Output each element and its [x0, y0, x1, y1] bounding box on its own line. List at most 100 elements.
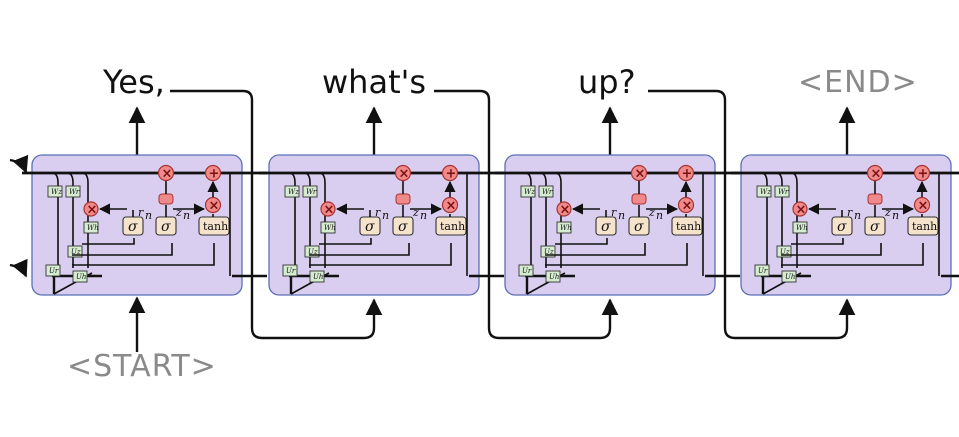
feedback-loop-1 — [170, 89, 383, 340]
state-add-symbol: + — [209, 167, 220, 182]
reset-multiply-node — [556, 201, 572, 217]
feed-candidate — [72, 243, 215, 266]
candidate-multiply-node — [204, 196, 222, 214]
reset-sub: n — [145, 209, 152, 222]
multiply-symbol: × — [560, 203, 571, 218]
reset-sub: n — [382, 209, 389, 222]
weight-label: Wr — [778, 188, 789, 196]
state-multiply-node — [866, 164, 884, 182]
state-multiply-symbol: × — [871, 167, 882, 182]
output-token-end: <END> — [798, 65, 918, 100]
weight-box-Uh — [72, 270, 88, 283]
update-label: z — [175, 206, 182, 219]
weight-box-Wz — [520, 185, 536, 198]
hidden-branch-1 — [288, 172, 296, 268]
weight-label: Uz — [544, 248, 554, 256]
update-label: z — [412, 206, 419, 219]
feed-candidate — [781, 243, 924, 266]
weight-label: Uz — [780, 248, 790, 256]
weight-box-Uz — [776, 245, 792, 258]
feed-candidate — [545, 243, 688, 266]
weight-label: Wr — [69, 188, 80, 196]
candidate-multiply-node — [677, 196, 695, 214]
output-token-1: Yes, — [102, 63, 165, 101]
reset-gate-sigma: σ — [601, 219, 611, 235]
hidden-branch-3 — [81, 172, 89, 268]
state-add-node — [677, 164, 695, 182]
weight-box-Wh — [556, 221, 572, 234]
one-minus-node — [867, 193, 883, 205]
candidate-multiply-symbol: × — [682, 199, 693, 214]
feed-reset — [555, 238, 608, 245]
tanh-label: tanh — [203, 220, 228, 233]
weight-label: Ur — [758, 267, 768, 275]
state-add-node — [441, 164, 459, 182]
weight-label: Uh — [76, 273, 86, 281]
update-gate-sigma: σ — [398, 219, 408, 235]
weight-box-Wr — [538, 185, 554, 198]
weight-label: Uh — [313, 273, 323, 281]
incoming-state-arrow — [9, 154, 29, 174]
state-multiply-node — [394, 164, 412, 182]
output-token-3: up? — [578, 63, 636, 101]
candidate-multiply-symbol: × — [918, 199, 929, 214]
state-multiply-symbol: × — [399, 167, 410, 182]
weight-label: Wr — [542, 188, 553, 196]
weight-box-Wh — [320, 221, 336, 234]
weight-box-Wz — [756, 185, 772, 198]
output-token-2: what's — [322, 63, 426, 101]
weight-label: Ur — [522, 267, 532, 275]
weight-box-Uz — [67, 245, 83, 258]
update-sub: n — [892, 209, 899, 222]
candidate-multiply-symbol: × — [209, 199, 220, 214]
weight-label: Uh — [549, 273, 559, 281]
weight-label: Wh — [560, 224, 572, 232]
one-minus-node — [158, 193, 174, 205]
hidden-branch-2 — [303, 172, 311, 268]
hidden-branch-3 — [318, 172, 326, 268]
reset-multiply-node — [83, 201, 99, 217]
reset-label: r — [375, 206, 381, 219]
weight-box-Ur — [45, 264, 61, 277]
update-sub: n — [656, 209, 663, 222]
tanh-label: tanh — [912, 220, 937, 233]
tanh-label: tanh — [440, 220, 465, 233]
reset-label: r — [847, 206, 853, 219]
reset-multiply-node — [320, 201, 336, 217]
weight-label: Uz — [308, 248, 318, 256]
candidate-multiply-node — [441, 196, 459, 214]
state-add-symbol: + — [446, 167, 457, 182]
weight-box-Wh — [792, 221, 808, 234]
state-add-symbol: + — [682, 167, 693, 182]
weight-label: Wh — [324, 224, 336, 232]
multiply-symbol: × — [87, 203, 98, 218]
state-add-symbol: + — [918, 167, 929, 182]
hidden-branch-2 — [66, 172, 74, 268]
hidden-branch-3 — [554, 172, 562, 268]
reset-gate-sigma: σ — [365, 219, 375, 235]
hidden-branch-3 — [790, 172, 798, 268]
feed-update — [781, 243, 882, 256]
weight-box-Uz — [304, 245, 320, 258]
update-gate-sigma: σ — [870, 219, 880, 235]
reset-multiply-node — [792, 201, 808, 217]
multiply-symbol: × — [796, 203, 807, 218]
hidden-branch-1 — [760, 172, 768, 268]
weight-label: Uh — [785, 273, 795, 281]
state-multiply-symbol: × — [635, 167, 646, 182]
hidden-branch-2 — [539, 172, 547, 268]
weight-label: Ur — [286, 267, 296, 275]
weight-box-Wr — [302, 185, 318, 198]
state-add-node — [204, 164, 222, 182]
update-sub: n — [183, 209, 190, 222]
multiply-symbol: × — [324, 203, 335, 218]
weight-box-Wz — [284, 185, 300, 198]
weight-box-Uh — [781, 270, 797, 283]
reset-label: r — [611, 206, 617, 219]
weight-label: Wz — [51, 188, 62, 196]
state-multiply-symbol: × — [162, 167, 173, 182]
weight-box-Wz — [47, 185, 63, 198]
